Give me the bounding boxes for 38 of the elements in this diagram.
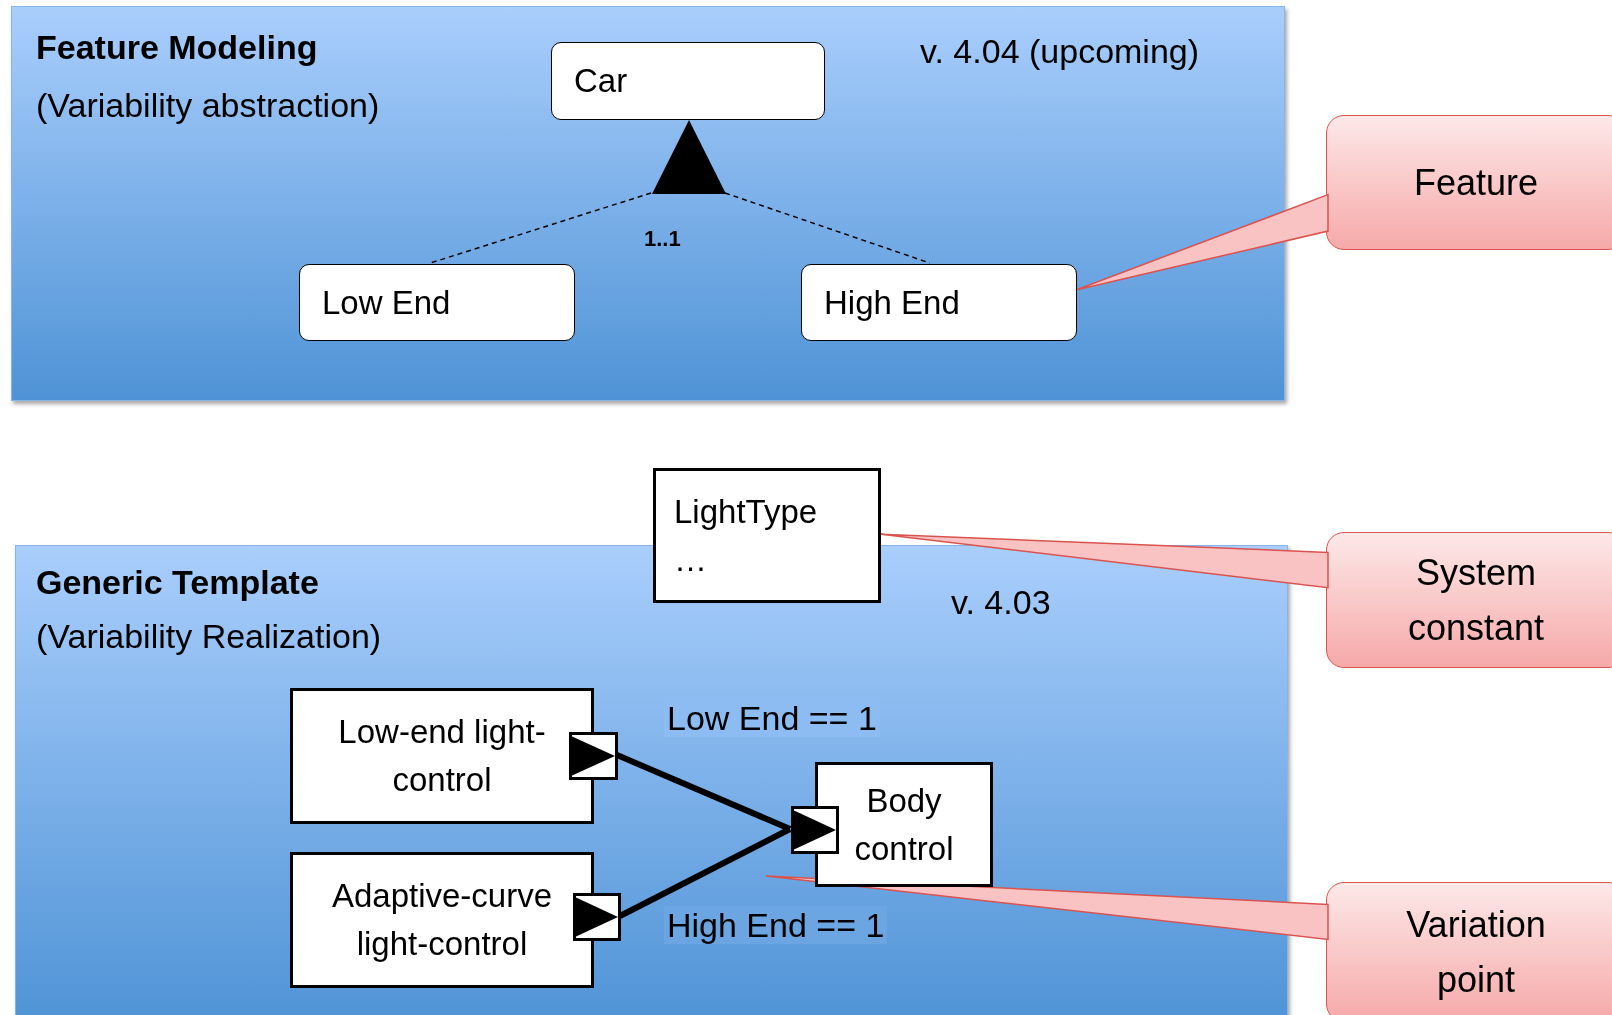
dashed-connector bbox=[724, 192, 931, 264]
callout-text: Variation point bbox=[1405, 903, 1547, 1002]
feature-box bbox=[801, 264, 1077, 341]
callout-box bbox=[1326, 115, 1612, 250]
component-box bbox=[290, 852, 594, 988]
callout-pointer bbox=[1075, 193, 1329, 291]
feature-box bbox=[551, 42, 825, 120]
callout-pointer bbox=[765, 875, 1329, 941]
panel-background bbox=[11, 6, 1285, 401]
callout-pointer bbox=[880, 533, 1329, 589]
connector bbox=[618, 826, 792, 919]
panel-title: Feature Modeling bbox=[36, 27, 318, 67]
edge-label: High End == 1 bbox=[664, 906, 888, 944]
component-box bbox=[815, 762, 993, 887]
cardinality-label: 1..1 bbox=[644, 226, 681, 252]
constant-name: LightType bbox=[674, 491, 818, 532]
ellipsis: … bbox=[674, 539, 707, 580]
panel-subtitle: (Variability Realization) bbox=[36, 616, 382, 656]
feature-name: Low End bbox=[322, 283, 451, 322]
version-label: v. 4.03 bbox=[951, 582, 1051, 622]
callout-text: Feature bbox=[1413, 161, 1539, 205]
version-label: v. 4.04 (upcoming) bbox=[920, 31, 1200, 71]
panel-background bbox=[15, 545, 1288, 1015]
callout-box bbox=[1326, 882, 1612, 1015]
feature-name: High End bbox=[824, 283, 960, 322]
connector bbox=[615, 752, 792, 832]
callout-box bbox=[1326, 532, 1612, 668]
dashed-connector bbox=[429, 192, 652, 264]
constant-box bbox=[653, 468, 881, 603]
component-name: Adaptive-curve light-control bbox=[330, 876, 554, 964]
component-name: Low-end light-control bbox=[337, 712, 547, 800]
feature-box bbox=[299, 264, 575, 341]
component-name: Body control bbox=[853, 780, 955, 869]
feature-name: Car bbox=[574, 62, 628, 100]
component-box bbox=[290, 688, 594, 824]
panel-subtitle: (Variability abstraction) bbox=[36, 85, 380, 125]
panel-title: Generic Template bbox=[36, 562, 319, 602]
callout-text: System constant bbox=[1406, 551, 1546, 650]
